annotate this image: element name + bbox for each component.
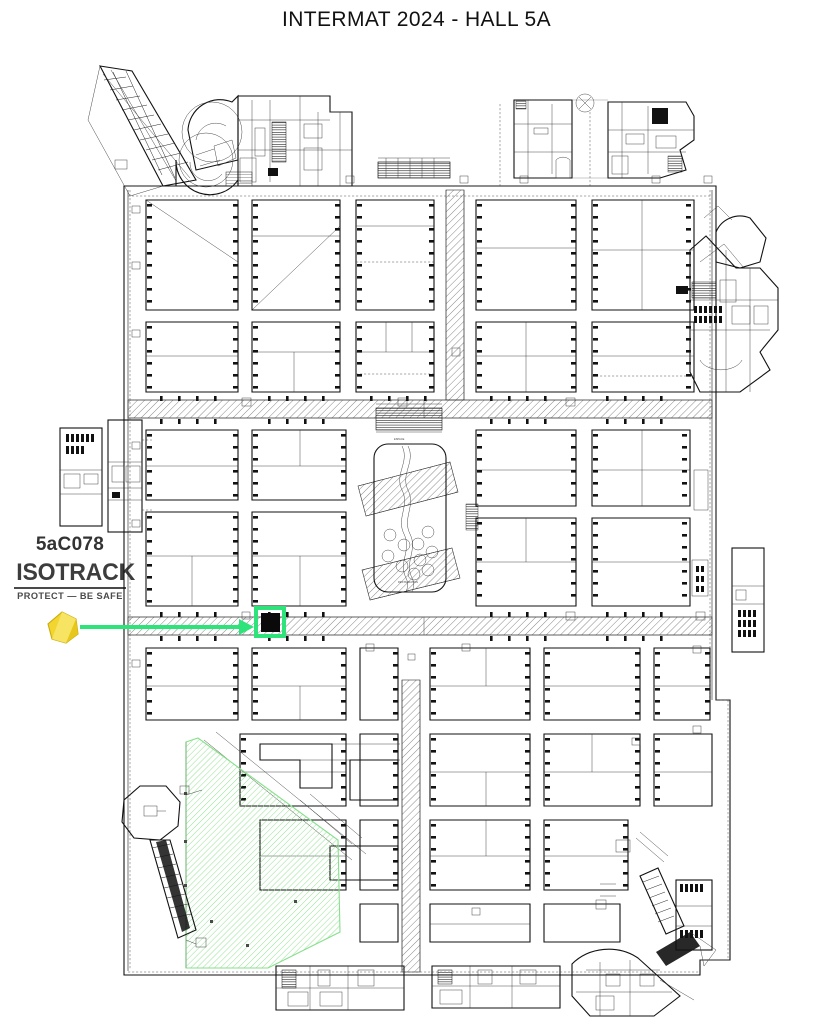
stand-blocks-upper-right bbox=[475, 199, 695, 393]
central-plaza: RESTAURATION ESPACE bbox=[373, 403, 447, 593]
company-tagline: PROTECT — BE SAFE bbox=[17, 590, 123, 601]
southwest-pavilion bbox=[121, 785, 207, 948]
diagonal-corridor bbox=[357, 461, 461, 601]
southeast-small-structures bbox=[595, 831, 685, 935]
main-vertical-corridors bbox=[401, 189, 465, 973]
stand-blocks-mid-left bbox=[145, 429, 347, 607]
booth-highlight[interactable] bbox=[254, 606, 286, 638]
marker-gem-icon[interactable] bbox=[47, 611, 79, 644]
stand-blocks-upper-left bbox=[145, 199, 435, 393]
brand-underline bbox=[14, 586, 126, 589]
plaza-top-label: ESPACE bbox=[394, 437, 405, 441]
stand-blocks-mid-right bbox=[465, 429, 709, 607]
locator-pointer[interactable] bbox=[80, 619, 254, 635]
southeast-detached-annex bbox=[675, 879, 713, 951]
page-title: INTERMAT 2024 - HALL 5A bbox=[281, 8, 552, 31]
plaza-label: RESTAURATION bbox=[398, 580, 418, 584]
service-boxes bbox=[128, 175, 730, 973]
northeast-entrance bbox=[499, 93, 695, 186]
outdoor-demonstration-zone[interactable] bbox=[184, 737, 341, 969]
arrow-right-icon bbox=[239, 619, 254, 635]
company-name: ISOTRACK bbox=[16, 559, 136, 586]
north-entrance-complex bbox=[175, 94, 451, 196]
stand-pillar-ticks bbox=[147, 204, 710, 887]
east-detached-annex bbox=[731, 547, 765, 653]
stand-number: 5aC078 bbox=[35, 534, 105, 555]
west-detached-annex-lower bbox=[107, 419, 152, 533]
west-detached-annex-upper bbox=[59, 427, 103, 527]
exhibitor-label: 5aC078 ISOTRACK PROTECT — BE SAFE bbox=[14, 534, 136, 601]
east-service-block bbox=[676, 205, 779, 393]
south-edge-structures bbox=[275, 931, 717, 1017]
